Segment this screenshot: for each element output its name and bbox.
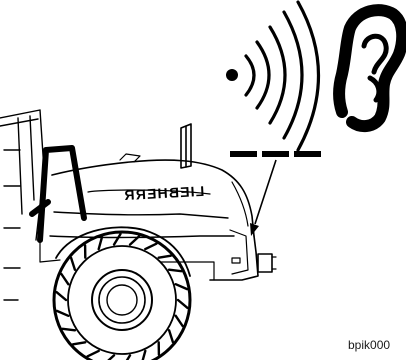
horn-signal-dashes bbox=[230, 151, 321, 157]
tyre-tread bbox=[73, 342, 85, 344]
tyre-tread bbox=[176, 284, 187, 289]
tyre-tread bbox=[169, 330, 173, 342]
horn bbox=[258, 254, 272, 272]
tyre-tread bbox=[145, 244, 156, 249]
leader-arrow bbox=[250, 160, 276, 236]
tyre-icon bbox=[54, 232, 190, 360]
sound-wave-icon bbox=[246, 56, 254, 95]
tyre-tread bbox=[178, 300, 188, 308]
tyre-tread bbox=[63, 329, 75, 331]
tyre-tread bbox=[176, 316, 183, 326]
ear-icon bbox=[339, 10, 402, 126]
figure-reference-code: bpik000 bbox=[348, 338, 390, 352]
tyre-tread bbox=[71, 258, 75, 270]
handrail bbox=[40, 148, 84, 240]
tyre-tread bbox=[159, 256, 171, 258]
sound-signal bbox=[226, 2, 319, 150]
sound-wave-icon bbox=[257, 42, 269, 108]
tyre-tread bbox=[57, 292, 67, 300]
brand-lettering: LIEBHERR bbox=[123, 183, 205, 203]
tyre-tread bbox=[57, 311, 68, 316]
sound-source-dot-icon bbox=[226, 69, 238, 81]
tyre-tread bbox=[105, 355, 114, 360]
tyre-tread bbox=[142, 351, 145, 360]
sound-wave-icon bbox=[270, 27, 285, 123]
wheel-loader bbox=[0, 110, 276, 360]
tyre-tread bbox=[61, 274, 68, 284]
sound-wave-icon bbox=[284, 12, 302, 138]
rear-light bbox=[232, 258, 240, 263]
tyre-tread bbox=[124, 355, 131, 360]
tyre-tread bbox=[88, 351, 99, 356]
cab bbox=[0, 110, 44, 300]
tyre-tread bbox=[99, 237, 102, 249]
tyre-tread bbox=[114, 234, 121, 245]
tyre-tread bbox=[169, 270, 181, 272]
